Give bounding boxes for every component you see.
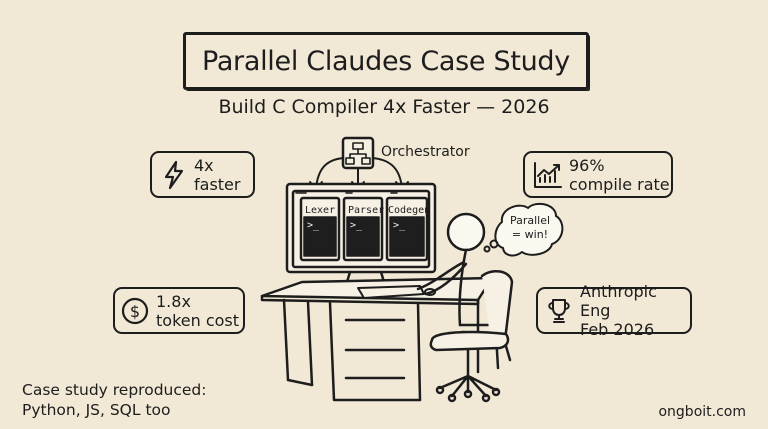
pane-label-lexer: Lexer [305,205,336,216]
chart-up-icon [534,161,562,188]
footnote-line-2: Python, JS, SQL too [22,401,171,419]
stat-card-source: Anthropic Eng Feb 2026 [536,282,692,339]
source-line-1: Anthropic Eng [580,282,657,320]
source-line-2: Feb 2026 [580,320,655,339]
office-chair [429,269,514,403]
lightning-icon [164,160,184,189]
thought-line-2: = win! [511,228,549,241]
compile-label: compile rate [569,174,670,194]
cost-label: token cost [156,310,240,330]
keyboard [357,285,436,299]
compile-value: 96% [569,155,605,175]
speed-label: faster [194,174,241,194]
stat-card-compile: 96% compile rate [523,151,673,198]
orchestrator-label: Orchestrator [381,144,470,160]
dollar-icon: $ [121,297,149,324]
cost-value: 1.8x [156,291,191,311]
thought-line-1: Parallel [509,214,551,227]
thought-bubble-text: Parallel = win! [499,214,561,242]
page-subtitle: Build C Compiler 4x Faster — 2026 [218,96,550,118]
pane-label-codegen: Codegen [388,205,431,216]
pane-prompt-parser: >_ [350,220,363,231]
speed-value: 4x [194,155,214,175]
pane-prompt-lexer: >_ [307,220,320,231]
page-title: Parallel Claudes Case Study [202,45,570,77]
brand-link[interactable]: ongboit.com [658,404,746,420]
title-box: Parallel Claudes Case Study [183,32,589,90]
stat-card-cost: $ 1.8x token cost [113,287,245,334]
footnote: Case study reproduced: Python, JS, SQL t… [22,380,206,420]
thought-bubble [483,202,564,257]
stat-card-speed: 4x faster [150,151,255,198]
footnote-line-1: Case study reproduced: [22,381,207,399]
pane-label-parser: Parser [348,205,385,216]
trophy-icon [548,298,570,323]
svg-text:$: $ [130,302,140,321]
pane-prompt-codegen: >_ [393,220,406,231]
hierarchy-icon [341,136,375,170]
screen-panes [299,196,429,262]
